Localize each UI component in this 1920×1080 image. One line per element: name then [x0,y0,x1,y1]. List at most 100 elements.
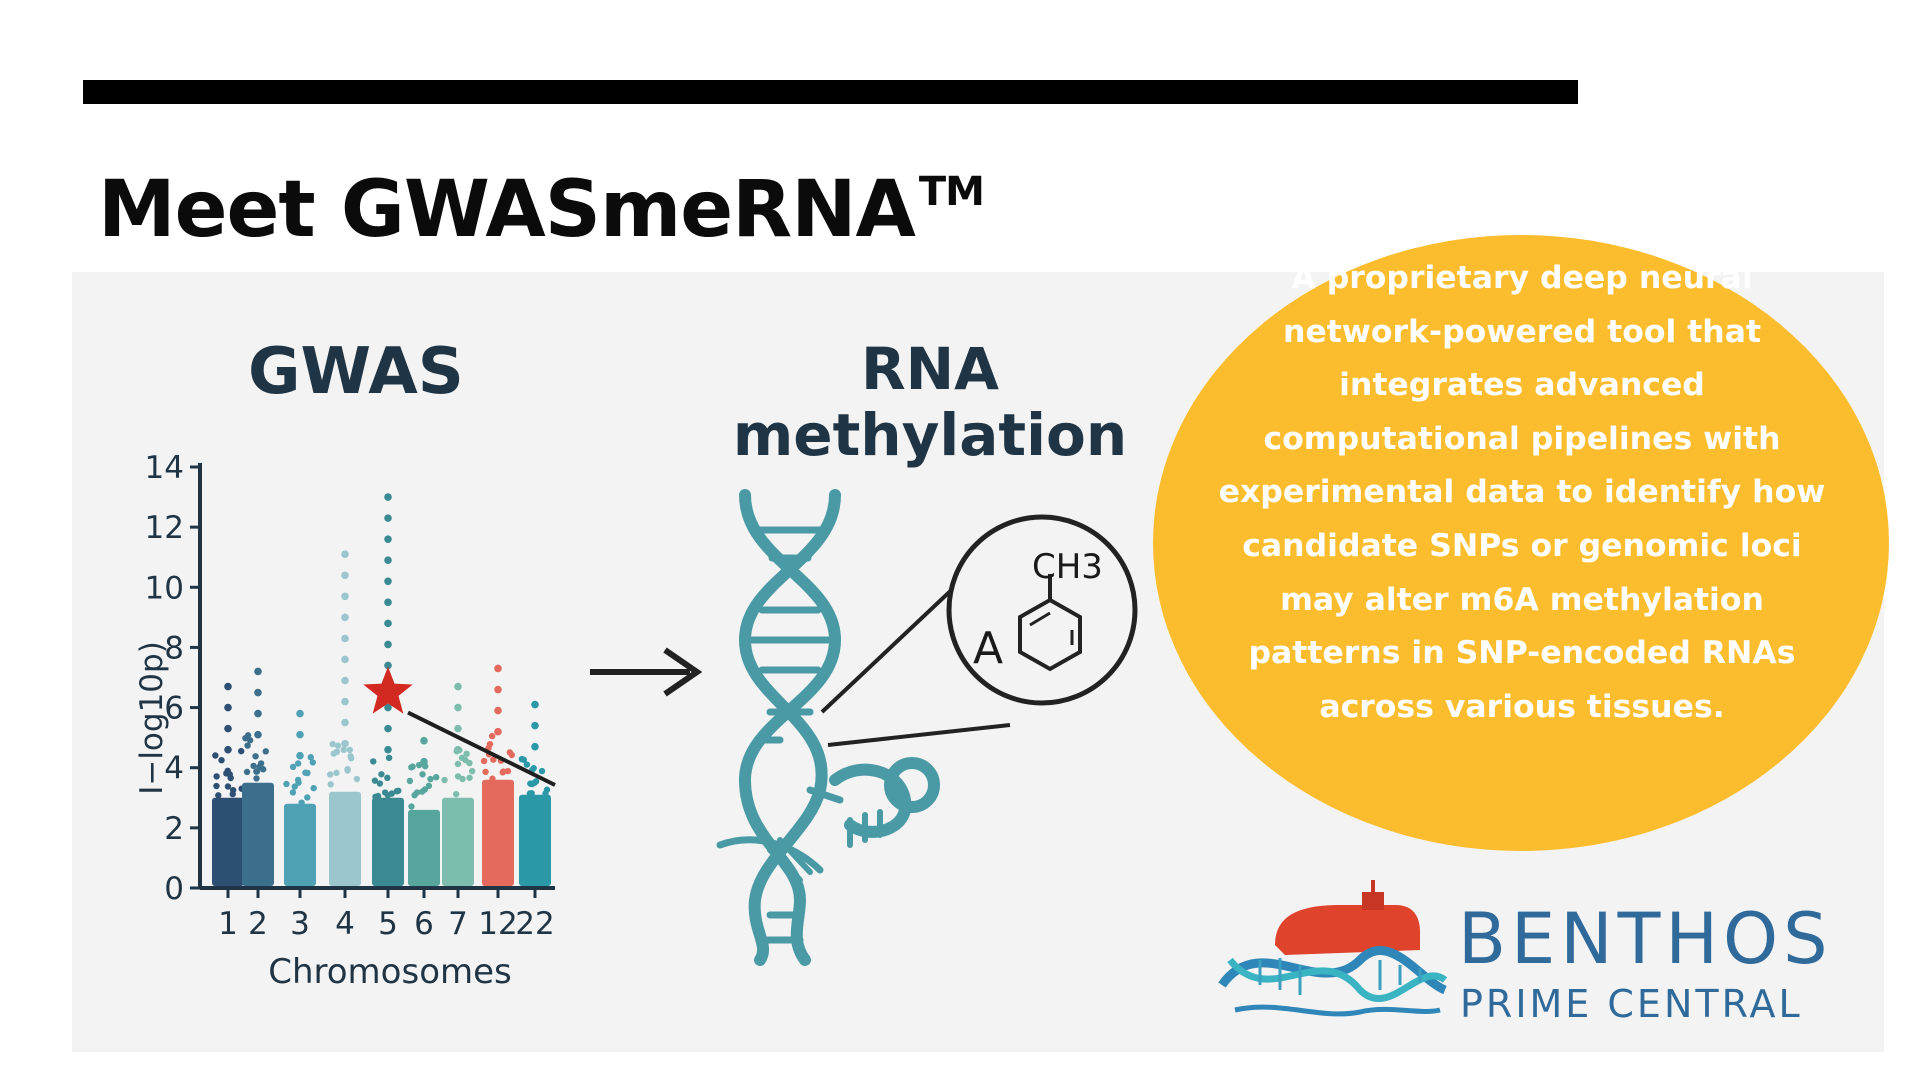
highlight-pointer-line [407,710,556,787]
snp-point [296,730,304,739]
snp-point [218,756,225,764]
snp-point [353,775,361,783]
snp-point [385,754,393,762]
snp-point [384,703,392,712]
description-line: may alter m6A methylation [1280,581,1764,618]
snp-point [309,759,317,766]
snp-point [384,640,392,649]
snp-point [420,736,428,745]
snp-point [384,774,391,782]
chromosome-band [442,797,474,886]
x-tick-label: 7 [448,906,468,942]
snp-point [427,775,434,783]
methyl-group-label: CH3 [1032,547,1103,587]
rna-methylation-heading: RNA methylation [720,336,1140,468]
snp-point [384,556,392,565]
snp-point [283,780,290,788]
snp-point [523,761,531,768]
snp-point [250,762,257,770]
snp-point [494,706,502,715]
y-tick-label: 2 [164,811,184,847]
snp-point [384,619,392,628]
snp-point [253,768,261,775]
snp-point [378,771,385,778]
rna-heading-line1: RNA [860,335,1000,403]
snp-point [213,782,220,790]
snp-point [341,697,349,706]
snp-point [224,703,232,712]
snp-point [215,792,222,799]
snp-point [341,613,349,622]
chromosome-band [329,791,361,886]
snp-point [468,767,476,775]
dna-helix-icon [716,489,940,966]
description-line: across various tissues. [1319,688,1725,725]
snp-point [486,740,494,748]
x-tick-label: 1 [218,906,238,942]
snp-point [307,754,314,761]
snp-point [384,514,392,522]
description-line: integrates advanced [1339,367,1705,404]
snp-point [289,789,297,796]
snp-point [327,771,334,778]
snp-point [542,790,549,797]
snp-point [298,799,305,806]
snp-point [296,709,304,718]
snp-point [466,774,473,781]
y-tick-label: 14 [145,450,184,486]
snp-point [291,783,298,790]
description-circle [1153,235,1889,851]
snp-point [504,767,512,775]
snp-point [371,777,379,784]
x-tick-label: 4 [335,906,355,942]
chromosome-band [519,794,551,886]
snp-point [254,709,262,718]
snp-point [341,739,349,748]
snp-point [304,769,311,777]
snp-point [432,773,440,781]
snp-point [224,745,232,754]
snp-point [341,571,349,580]
highlight-star-icon [363,666,413,714]
y-tick-label: 4 [164,751,184,787]
snp-point [393,788,400,795]
snp-point [494,685,502,694]
gwas-heading: GWAS [248,335,464,409]
snp-point [341,718,349,727]
snp-point [346,746,354,754]
rna-heading-line2: methylation [732,401,1128,469]
snp-point [453,790,460,798]
flow-arrow-icon [590,647,703,697]
x-tick-label: 22 [515,906,554,942]
snp-point [224,682,232,691]
snp-point [480,757,488,765]
methylation-callout [820,514,1138,747]
x-tick-label: 2 [248,906,268,942]
adenine-label: A [973,623,1003,674]
snp-point [294,760,302,767]
snp-point [500,768,507,775]
snp-point [489,775,496,782]
snp-point [340,746,347,754]
snp-point [310,784,317,792]
snp-point [370,758,377,765]
snp-point [454,745,462,754]
snp-point [454,760,462,768]
snp-point [341,550,349,559]
snp-point [425,782,433,790]
description-line: A proprietary deep neural [1291,260,1753,296]
top-divider-bar [83,80,1578,104]
y-tick-label: 0 [164,871,184,907]
snp-point [384,493,392,501]
snp-point [520,756,528,763]
logo-subname: PRIME CENTRAL [1460,982,1803,1026]
snp-point [341,655,349,664]
snp-point [341,592,349,601]
snp-point [506,749,514,756]
snp-point [384,661,392,670]
description-line: computational pipelines with [1263,420,1781,457]
y-tick-label: 6 [164,691,184,727]
